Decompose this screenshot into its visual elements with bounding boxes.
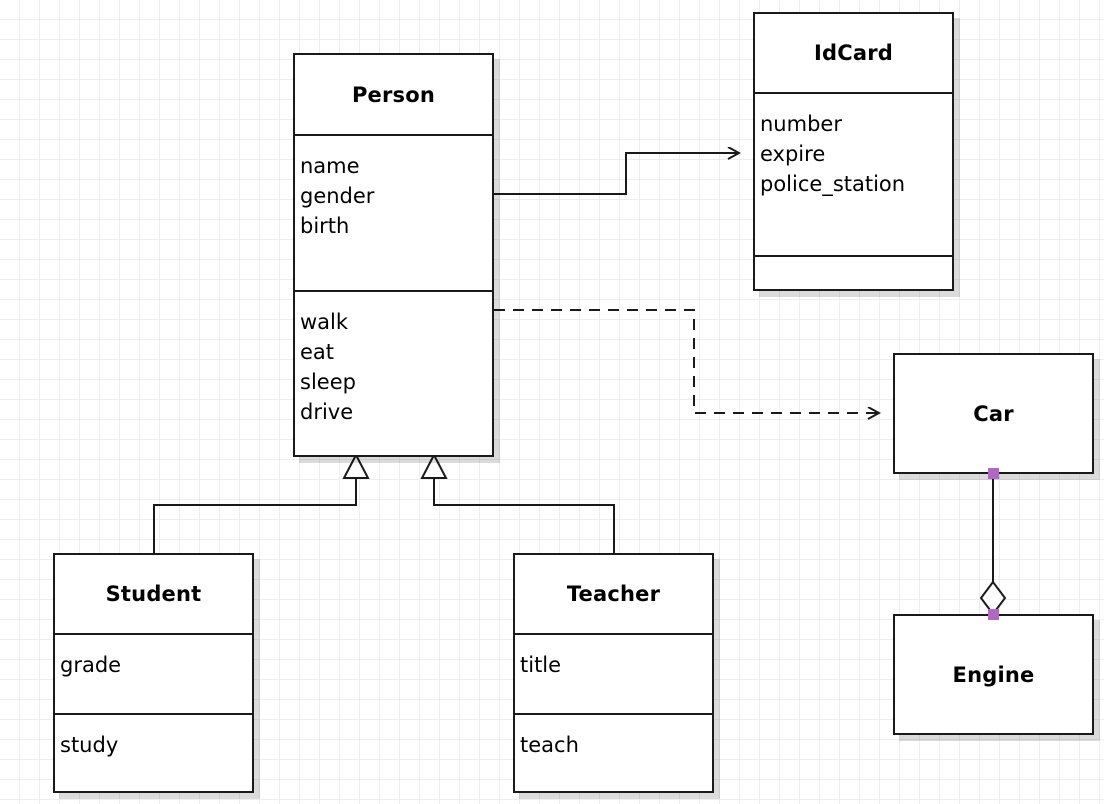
class-attributes-teacher: title xyxy=(515,633,712,713)
class-attributes-student: grade xyxy=(55,633,252,713)
attribute-item: number xyxy=(760,112,842,136)
operation-item: sleep xyxy=(300,370,356,394)
attribute-item: title xyxy=(520,653,562,677)
dependency-person-car xyxy=(494,309,879,413)
operation-item: eat xyxy=(300,340,335,364)
class-box-person[interactable]: Person name gender birth walk eat sleep … xyxy=(293,53,494,457)
class-attributes-person: name gender birth xyxy=(295,134,492,290)
class-name-teacher: Teacher xyxy=(566,582,661,606)
association-person-idcard xyxy=(494,153,739,195)
attribute-item: grade xyxy=(60,653,122,677)
aggregation-car-engine xyxy=(979,474,1007,616)
operation-item: drive xyxy=(300,400,354,424)
class-name-person: Person xyxy=(351,82,436,107)
class-box-student[interactable]: Student grade study xyxy=(53,553,254,793)
class-title-teacher: Teacher xyxy=(515,555,712,633)
class-title-engine: Engine xyxy=(895,616,1092,733)
class-name-student: Student xyxy=(105,582,202,606)
connector-handle-car[interactable] xyxy=(988,468,999,479)
class-title-student: Student xyxy=(55,555,252,633)
class-name-engine: Engine xyxy=(952,662,1035,687)
class-operations-student: study xyxy=(55,713,252,791)
class-title-car: Car xyxy=(895,355,1092,472)
generalization-student-person xyxy=(153,452,370,553)
class-name-idcard: IdCard xyxy=(813,41,894,65)
class-operations-teacher: teach xyxy=(515,713,712,791)
attribute-item: police_station xyxy=(760,172,906,196)
operation-item: walk xyxy=(300,310,349,334)
class-operations-idcard xyxy=(755,255,952,289)
attribute-item: birth xyxy=(300,214,350,238)
class-box-idcard[interactable]: IdCard number expire police_station xyxy=(753,12,954,291)
attribute-item: expire xyxy=(760,142,826,166)
connector-handle-engine[interactable] xyxy=(988,609,999,620)
class-attributes-idcard: number expire police_station xyxy=(755,92,952,255)
attribute-item: gender xyxy=(300,184,375,208)
class-box-engine[interactable]: Engine xyxy=(893,614,1094,735)
operation-item: study xyxy=(60,733,119,757)
class-name-car: Car xyxy=(973,401,1014,426)
attribute-item: name xyxy=(300,154,360,178)
class-box-teacher[interactable]: Teacher title teach xyxy=(513,553,714,793)
class-title-person: Person xyxy=(295,55,492,134)
class-box-car[interactable]: Car xyxy=(893,353,1094,474)
class-title-idcard: IdCard xyxy=(755,14,952,92)
operation-item: teach xyxy=(520,733,579,757)
generalization-teacher-person xyxy=(420,452,615,553)
class-operations-person: walk eat sleep drive xyxy=(295,290,492,455)
